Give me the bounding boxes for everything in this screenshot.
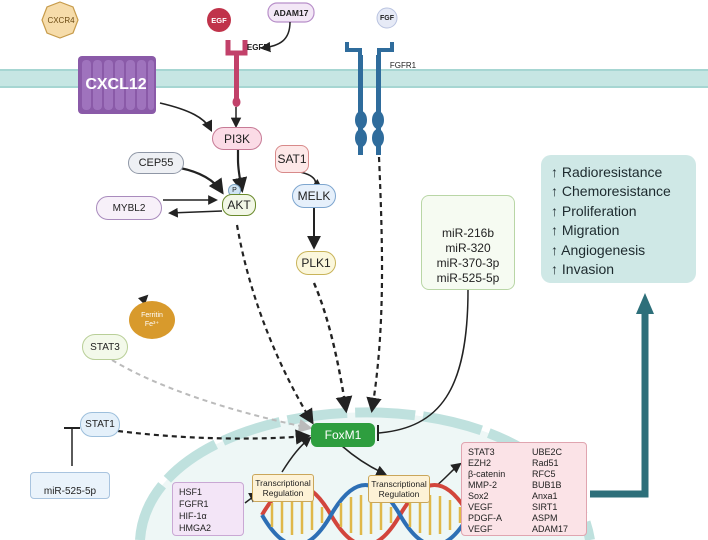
upstream-regulators-box: HSF1 FGFR1 HIF-1α HMGA2 — [172, 482, 244, 536]
stat1-node: STAT1 — [80, 412, 120, 437]
sat1-node: SAT1 — [275, 145, 309, 173]
stat3-node: STAT3 — [82, 334, 128, 360]
adam17-shape — [267, 2, 315, 23]
regulator-item: HMGA2 — [179, 523, 212, 533]
outcome-item: ↑ Proliferation — [551, 202, 637, 219]
regulator-item: FGFR1 — [179, 499, 209, 509]
adam17-label: ADAM17 — [273, 7, 309, 18]
foxm1-node: FoxM1 — [311, 423, 375, 447]
outcome-item: ↑ Invasion — [551, 260, 615, 277]
outcome-item: ↑ Chemoresistance — [551, 183, 671, 200]
target-gene: β-catenin — [468, 469, 506, 479]
target-gene: VEGF — [468, 524, 493, 534]
mirna-item: miR-216b — [441, 226, 495, 240]
target-gene: Sox2 — [468, 491, 489, 501]
regulator-item: HIF-1α — [179, 511, 207, 521]
regulation-right-line2: Regulation — [378, 489, 420, 499]
target-gene: VEGF — [468, 502, 493, 512]
akt-node: AKT — [222, 194, 256, 216]
target-gene: PDGF-A — [468, 513, 503, 523]
regulation-left-line2: Regulation — [262, 488, 304, 498]
fgf-ligand — [376, 7, 398, 29]
target-genes-column-1: STAT3 EZH2 β-catenin MMP-2 Sox2 VEGF PDG… — [468, 447, 505, 535]
regulator-item: HSF1 — [179, 487, 203, 497]
transcriptional-regulation-left: Transcriptional Regulation — [252, 474, 314, 502]
target-gene: UBE2C — [532, 447, 563, 457]
target-genes-box: STAT3 EZH2 β-catenin MMP-2 Sox2 VEGF PDG… — [461, 442, 587, 536]
pi3k-node: PI3K — [212, 127, 262, 150]
fgfr1-receptor — [345, 42, 394, 155]
ferric-iron-label: Fe³⁺ — [144, 321, 160, 328]
transcriptional-regulation-right: Transcriptional Regulation — [368, 475, 430, 503]
target-gene: RFC5 — [532, 469, 556, 479]
cxcr4-ligand-shape — [41, 1, 79, 39]
egf-label: EGF — [211, 15, 227, 25]
target-genes-column-2: UBE2C Rad51 RFC5 BUB1B Anxa1 SIRT1 ASPM … — [532, 447, 568, 535]
outcome-item: ↑ Radioresistance — [551, 164, 663, 180]
target-gene: BUB1B — [532, 480, 562, 490]
outcome-arrow — [590, 312, 649, 498]
mirna-item: miR-320 — [445, 241, 491, 255]
mybl2-node: MYBL2 — [96, 196, 162, 220]
outcome-item: ↑ Angiogenesis — [551, 241, 646, 258]
target-gene: Rad51 — [532, 458, 559, 468]
target-gene: ADAM17 — [532, 524, 569, 534]
cxcl12-receptor — [78, 56, 156, 114]
outcomes-box: ↑ Radioresistance ↑ Chemoresistance ↑ Pr… — [541, 155, 696, 283]
egf-ligand — [207, 8, 231, 32]
egfr-label: EGFR — [246, 42, 270, 52]
target-gene: EZH2 — [468, 458, 492, 468]
ferritin-label: Ferritin — [141, 312, 163, 319]
melk-node: MELK — [292, 184, 336, 208]
target-gene: Anxa1 — [532, 491, 558, 501]
mirna-item: miR-370-3p — [436, 256, 500, 270]
egfr-receptor — [225, 40, 248, 107]
target-gene: MMP-2 — [468, 480, 497, 490]
target-gene: SIRT1 — [532, 502, 558, 512]
regulation-left-line1: Transcriptional — [255, 478, 311, 488]
cxcl12-label: CXCL12 — [85, 76, 147, 93]
target-gene: STAT3 — [468, 447, 495, 457]
cxcr4-label: CXCR4 — [47, 15, 75, 25]
target-gene: ASPM — [532, 513, 558, 523]
phosphate-badge: P — [228, 184, 241, 197]
fgf-label: FGF — [380, 14, 394, 22]
ferritin-node: Ferritin Fe³⁺ — [129, 301, 175, 339]
cep55-node: CEP55 — [128, 152, 184, 174]
regulation-right-line1: Transcriptional — [371, 479, 427, 489]
plk1-node: PLK1 — [296, 251, 336, 275]
mirna-inhibitor-box: miR-216b miR-320 miR-370-3p miR-525-5p — [421, 195, 515, 290]
plasma-membrane — [0, 70, 708, 87]
outcome-item: ↑ Migration — [551, 222, 620, 239]
fgfr1-label: FGFR1 — [389, 60, 417, 70]
mir-525-5p-left-node: miR-525-5p — [30, 472, 110, 499]
mirna-item: miR-525-5p — [436, 271, 500, 285]
